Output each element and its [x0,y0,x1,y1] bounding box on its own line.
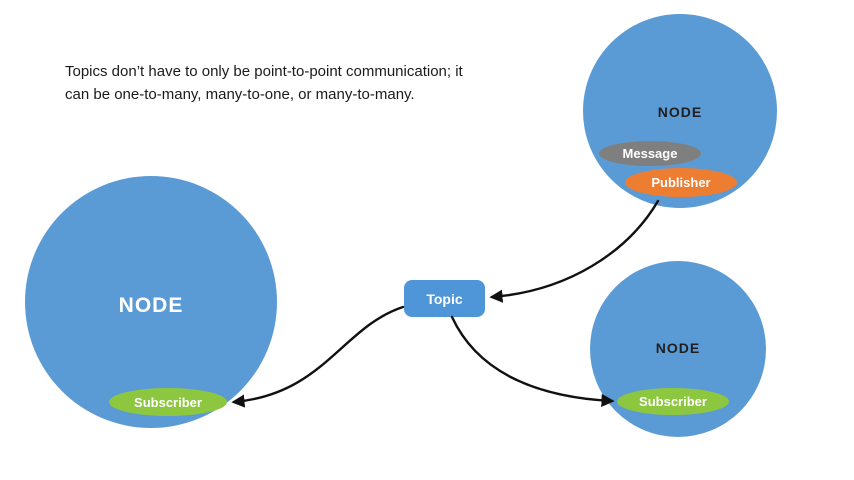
node-bottom-right-label: NODE [655,340,701,356]
publisher-badge: Publisher [625,168,737,197]
message-badge: Message [599,141,701,166]
description-line-1: Topics don’t have to only be point-to-po… [65,63,463,80]
topic-box: Topic [404,280,485,317]
node-top-right-label: NODE [657,104,703,120]
node-left-label: NODE [118,294,184,317]
description-line-2: can be one-to-many, many-to-one, or many… [65,86,415,103]
arrow-topic-to-bottom-subscriber [450,315,615,408]
subscriber-bottom-badge: Subscriber [617,388,729,415]
subscriber-left-badge: Subscriber [109,388,227,416]
description-text: Topics don’t have to only be point-to-po… [65,60,505,106]
